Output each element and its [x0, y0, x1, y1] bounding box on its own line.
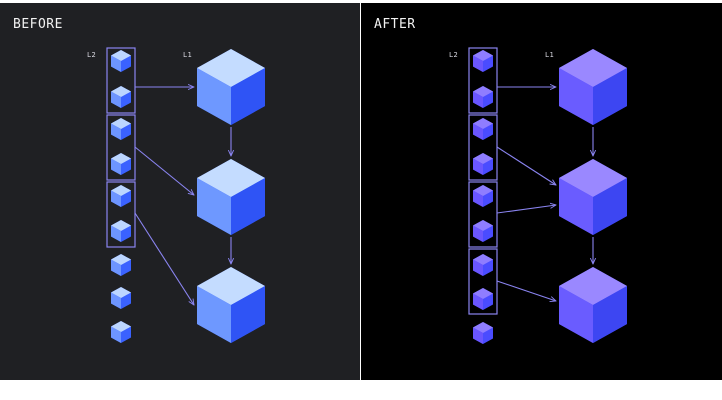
before-small-cube-2 [111, 86, 131, 108]
after-small-cube-4 [473, 153, 493, 175]
after-l1-label: L1 [545, 51, 555, 59]
after-group-box-1 [468, 47, 498, 114]
after-l2-label: L2 [449, 51, 459, 59]
after-group-box-3 [468, 181, 498, 248]
before-small-cube-9 [111, 321, 131, 343]
before-title: BEFORE [13, 17, 63, 32]
before-edge-group2-to-l1 [134, 146, 194, 195]
after-diagram [468, 47, 627, 344]
before-large-cube-2 [197, 159, 265, 235]
after-small-cube-5 [473, 185, 493, 207]
before-small-cube-6 [111, 220, 131, 242]
before-l1-label: L1 [183, 51, 193, 59]
before-l2-label: L2 [87, 51, 97, 59]
before-edge-group3-to-l1 [134, 212, 194, 305]
after-small-cube-7 [473, 254, 493, 276]
before-large-cube-3 [197, 267, 265, 343]
after-large-cube-1 [559, 49, 627, 125]
after-edge-group3-to-l1 [496, 205, 556, 214]
after-large-cube-2 [559, 159, 627, 235]
before-small-cube-7 [111, 254, 131, 276]
after-panel: AFTER L2 L1 [361, 3, 722, 380]
after-small-cube-3 [473, 118, 493, 140]
after-small-cube-1 [473, 50, 493, 72]
after-edge-group2-to-l1 [496, 146, 556, 185]
before-small-cube-3 [111, 118, 131, 140]
before-group-box-1 [106, 47, 136, 114]
after-small-cube-9 [473, 322, 493, 344]
before-small-cube-4 [111, 153, 131, 175]
after-small-cube-6 [473, 220, 493, 242]
before-group-box-3 [106, 181, 136, 248]
after-small-cube-8 [473, 288, 493, 310]
before-small-cube-5 [111, 185, 131, 207]
after-title: AFTER [374, 17, 416, 32]
before-small-cube-1 [111, 50, 131, 72]
before-diagram [106, 47, 265, 343]
before-small-cube-8 [111, 287, 131, 309]
after-edge-group4-to-l1 [496, 280, 556, 301]
after-large-cube-3 [559, 267, 627, 343]
before-large-cube-1 [197, 49, 265, 125]
after-small-cube-2 [473, 86, 493, 108]
before-panel: BEFORE L2 L1 [0, 3, 360, 380]
